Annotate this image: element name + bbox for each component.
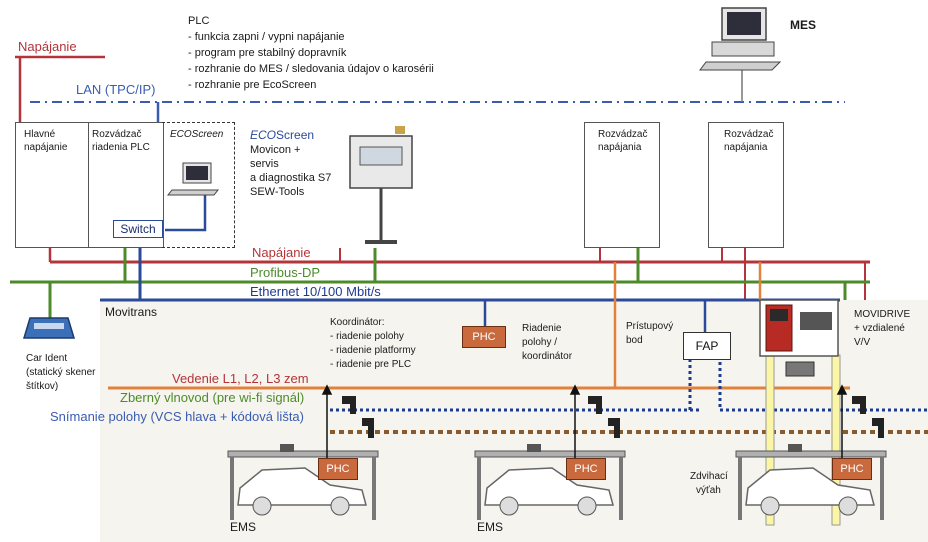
pristupovy-line-2: bod bbox=[626, 335, 643, 346]
koordinator-item-3: - riadenie pre PLC bbox=[330, 359, 412, 370]
riadenie-line-2: polohy / bbox=[522, 337, 558, 348]
ecoscreen-panel-icon bbox=[349, 126, 413, 244]
plc-title: PLC bbox=[188, 15, 210, 27]
plc-item-2: - program pre stabilný dopravník bbox=[188, 47, 347, 59]
sensor-heads bbox=[342, 396, 884, 438]
movidrive-icon bbox=[759, 299, 839, 377]
ems-label-1: EMS bbox=[230, 520, 257, 534]
koordinator-item-1: - riadenie polohy bbox=[330, 331, 404, 342]
ecoscreen-box-label: ECOScreen bbox=[170, 129, 224, 140]
fap-access-point: FAP bbox=[683, 332, 731, 360]
napajanie-bus-label: Napájanie bbox=[252, 245, 311, 260]
rozvadzac-1-label-1: Rozvádzač bbox=[598, 129, 648, 140]
snimanie-label: Snímanie polohy (VCS hlava + kódová lišt… bbox=[50, 409, 304, 424]
rozvadzac-plc-label-2: riadenia PLC bbox=[92, 142, 150, 153]
car-ident-scanner-icon bbox=[22, 317, 76, 339]
zberny-label: Zberný vlnovod (pre wi-fi signál) bbox=[120, 390, 305, 405]
switch-to-ecoscreen bbox=[165, 190, 207, 232]
ecoscreen-pc-icon bbox=[166, 162, 220, 196]
movidrive-line-3: V/V bbox=[854, 337, 871, 348]
car-ident-line-1: Car Ident bbox=[26, 353, 68, 364]
phc-carrier-2: PHC bbox=[566, 458, 606, 480]
zdvihaci-line-1: Zdvihací bbox=[690, 471, 728, 482]
plc-item-4: - rozhranie pre EcoScreen bbox=[188, 79, 317, 91]
rozvadzac-1-label-2: napájania bbox=[598, 142, 642, 153]
ems-label-2: EMS bbox=[477, 520, 504, 534]
zdvihaci-line-2: výťah bbox=[696, 485, 721, 496]
ecoscreen-line-4: SEW-Tools bbox=[250, 186, 305, 198]
vedenie-label: Vedenie L1, L2, L3 zem bbox=[172, 371, 309, 386]
phc-carrier-1: PHC bbox=[318, 458, 358, 480]
napajanie-top-label: Napájanie bbox=[18, 39, 77, 54]
ecoscreen-title-italic: ECO bbox=[250, 128, 277, 142]
phc-coordinator: PHC bbox=[462, 326, 506, 348]
ecoscreen-line-1: Movicon + bbox=[250, 144, 301, 156]
riadenie-line-3: koordinátor bbox=[522, 351, 573, 362]
mes-computer-icon bbox=[699, 7, 782, 71]
car-ident-line-2: (statický skener bbox=[26, 367, 96, 378]
ecoscreen-enclosure bbox=[162, 122, 235, 248]
movidrive-line-1: MOVIDRIVE bbox=[854, 309, 911, 320]
hlavne-label-1: Hlavné bbox=[24, 129, 56, 140]
phc-carrier-3: PHC bbox=[832, 458, 872, 480]
car-ident-line-3: štítkov) bbox=[26, 381, 59, 392]
ecoscreen-title: ECOScreen bbox=[250, 128, 314, 142]
mes-label: MES bbox=[790, 18, 817, 32]
hlavne-napajanie-cabinet bbox=[15, 122, 89, 248]
ecoscreen-line-2: servis bbox=[250, 158, 279, 170]
riadenie-line-1: Riadenie bbox=[522, 323, 562, 334]
movitrans-label: Movitrans bbox=[105, 305, 158, 319]
rozvadzac-napajania-cabinet-2 bbox=[708, 122, 784, 248]
signal-arrows bbox=[321, 384, 848, 458]
rozvadzac-2-label-1: Rozvádzač bbox=[724, 129, 774, 140]
movidrive-line-2: + vzdialené bbox=[854, 323, 905, 334]
koordinator-item-2: - riadenie platformy bbox=[330, 345, 416, 356]
rozvadzac-2-label-2: napájania bbox=[724, 142, 768, 153]
plc-item-3: - rozhranie do MES / sledovania údajov o… bbox=[188, 63, 434, 75]
network-switch: Switch bbox=[113, 220, 163, 238]
ethernet-label: Ethernet 10/100 Mbit/s bbox=[250, 284, 381, 299]
rozvadzac-napajania-cabinet-1 bbox=[584, 122, 660, 248]
profibus-label: Profibus-DP bbox=[250, 265, 321, 280]
ems-carrier-1 bbox=[227, 444, 379, 520]
ems-carrier-3 bbox=[735, 444, 887, 520]
plc-item-1: - funkcia zapni / vypni napájanie bbox=[188, 31, 345, 43]
hlavne-label-2: napájanie bbox=[24, 142, 68, 153]
pristupovy-line-1: Prístupový bbox=[626, 321, 674, 332]
lan-label: LAN (TPC/IP) bbox=[76, 82, 156, 97]
ecoscreen-line-3: a diagnostika S7 bbox=[250, 172, 332, 184]
ecoscreen-title-rest: Screen bbox=[276, 128, 315, 142]
rozvadzac-plc-label-1: Rozvádzač bbox=[92, 129, 142, 140]
koordinator-title: Koordinátor: bbox=[330, 317, 385, 328]
ems-carrier-2 bbox=[474, 444, 626, 520]
